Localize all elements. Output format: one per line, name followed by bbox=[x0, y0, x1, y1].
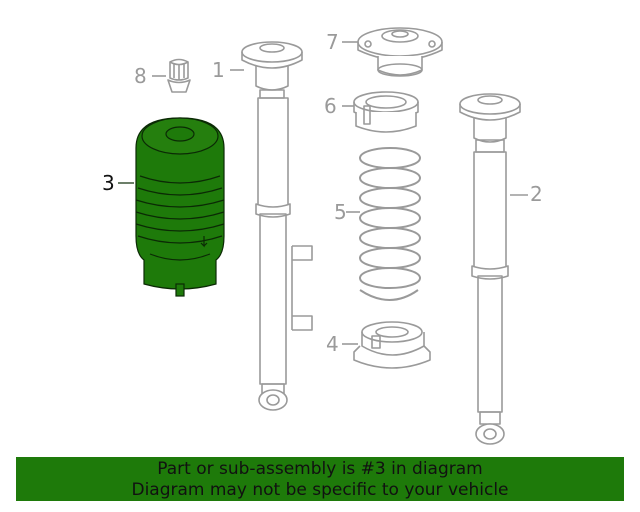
part-7-top-mount[interactable] bbox=[357, 27, 443, 77]
part-2-shock-absorber[interactable] bbox=[459, 93, 521, 445]
callout-1: 1 bbox=[212, 58, 225, 82]
part-3-air-spring[interactable] bbox=[118, 117, 225, 297]
info-banner: Part or sub-assembly is #3 in diagram Di… bbox=[16, 457, 624, 501]
callout-arrows bbox=[152, 41, 528, 345]
banner-line-1: Part or sub-assembly is #3 in diagram bbox=[157, 459, 483, 479]
callout-8: 8 bbox=[134, 64, 147, 88]
part-1-shock-absorber[interactable] bbox=[241, 41, 313, 411]
callout-2: 2 bbox=[530, 182, 543, 206]
part-5-coil-spring[interactable] bbox=[359, 147, 421, 301]
part-8-cap[interactable] bbox=[167, 58, 191, 93]
part-6-upper-spring-seat[interactable] bbox=[353, 91, 419, 133]
callout-3: 3 bbox=[102, 171, 115, 195]
callout-7: 7 bbox=[326, 30, 339, 54]
callout-4: 4 bbox=[326, 332, 339, 356]
banner-line-2: Diagram may not be specific to your vehi… bbox=[131, 480, 509, 500]
callout-5: 5 bbox=[334, 200, 347, 224]
callout-6: 6 bbox=[324, 94, 337, 118]
part-4-lower-spring-seat[interactable] bbox=[353, 321, 431, 369]
